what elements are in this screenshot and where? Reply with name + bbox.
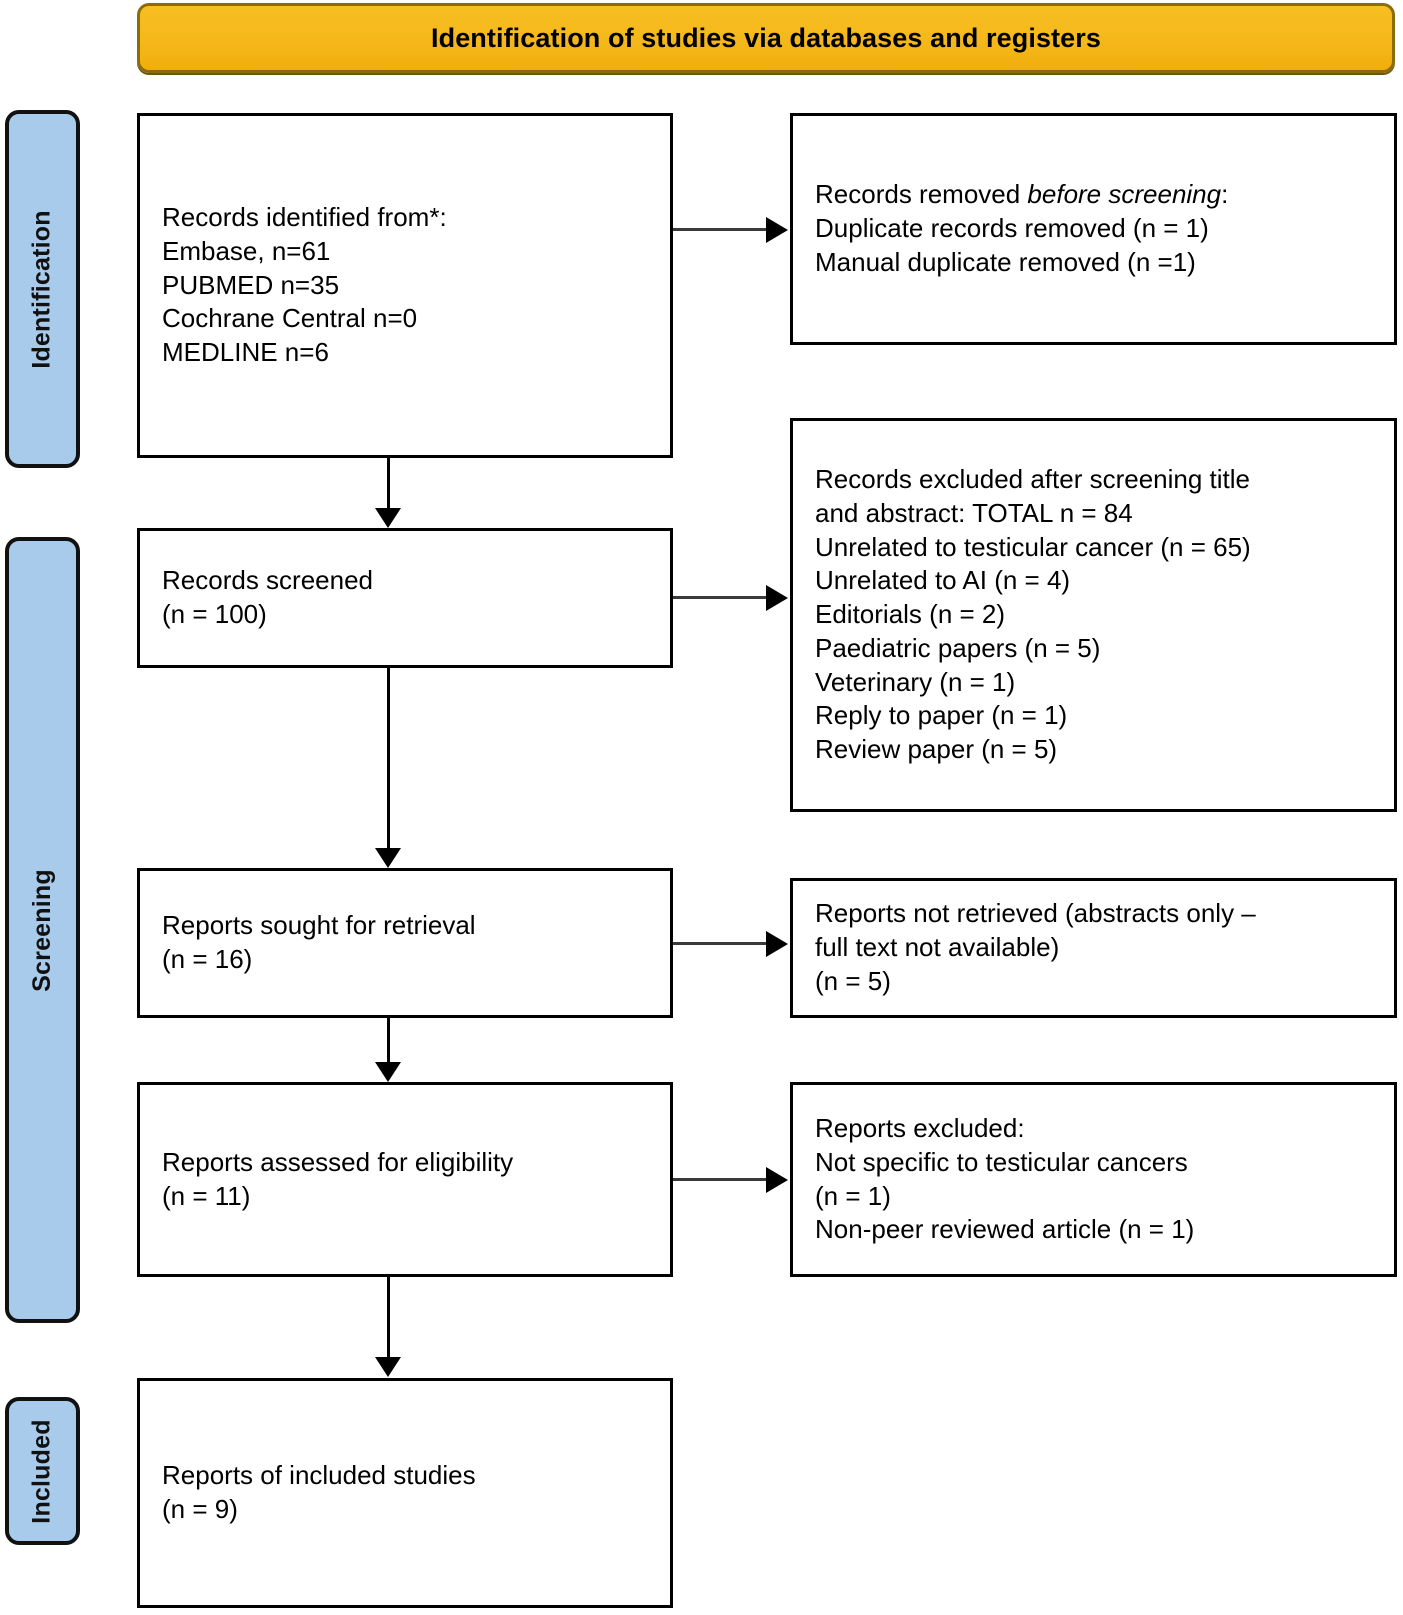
phase-label-screening: Screening (5, 537, 80, 1323)
arrow-assessed-to-included-line (387, 1277, 390, 1359)
box-not-retrieved-line-3: (n = 5) (815, 965, 891, 996)
removed-heading-plain: Records removed (815, 179, 1028, 210)
arrow-identified-to-removed-line (673, 228, 771, 231)
box-excluded-line-3: Unrelated to testicular cancer (n = 65) (815, 531, 1251, 562)
box-excluded-line-6: Paediatric papers (n = 5) (815, 632, 1101, 663)
box-included-text: Reports of included studies (n = 9) (162, 1460, 476, 1524)
phase-label-screening-text: Screening (28, 868, 56, 992)
box-reports-of-included-studies: Reports of included studies (n = 9) (137, 1378, 673, 1608)
arrow-sought-to-assessed-line (387, 1018, 390, 1064)
box-excluded-line-1: Records excluded after screening title (815, 463, 1251, 494)
arrow-assessed-to-repexcluded-line (673, 1178, 771, 1181)
box-records-identified-text: Records identified from*: Embase, n=61 P… (162, 202, 447, 368)
arrow-sought-to-assessed-head (375, 1062, 401, 1082)
phase-label-included: Included (5, 1397, 80, 1545)
box-records-identified: Records identified from*: Embase, n=61 P… (137, 113, 673, 458)
phase-label-included-text: Included (28, 1418, 57, 1524)
box-excluded-line-8: Reply to paper (n = 1) (815, 700, 1068, 731)
arrow-screened-to-sought-line (387, 668, 390, 850)
arrow-screened-to-excluded-line (673, 596, 771, 599)
arrow-sought-to-notretrieved-head (766, 931, 788, 957)
diagram-banner: Identification of studies via databases … (137, 3, 1395, 73)
box-not-retrieved-line-2: full text not available) (815, 932, 1060, 963)
box-reports-assessed-for-eligibility: Reports assessed for eligibility (n = 11… (137, 1082, 673, 1277)
arrow-screened-to-excluded-head (766, 585, 788, 611)
arrow-screened-to-sought-head (375, 848, 401, 868)
box-records-excluded-after-screening: Records excluded after screening title a… (790, 418, 1397, 812)
arrow-assessed-to-included-head (375, 1357, 401, 1377)
box-reports-sought-for-retrieval: Reports sought for retrieval (n = 16) (137, 868, 673, 1018)
box-reports-not-retrieved: Reports not retrieved (abstracts only – … (790, 878, 1397, 1018)
phase-label-identification: Identification (5, 110, 80, 468)
phase-label-identification-text: Identification (28, 209, 57, 369)
box-excluded-line-9: Review paper (n = 5) (815, 734, 1058, 765)
box-excluded-line-4: Unrelated to AI (n = 4) (815, 565, 1071, 596)
banner-title: Identification of studies via databases … (431, 22, 1101, 53)
box-records-screened-text: Records screened (n = 100) (162, 565, 373, 629)
box-reports-excluded-text: Reports excluded: Not specific to testic… (815, 1112, 1195, 1245)
box-excluded-line-5: Editorials (n = 2) (815, 599, 1006, 630)
arrow-identified-to-screened-head (375, 508, 401, 528)
box-removed-line-1: Duplicate records removed (n = 1) (815, 213, 1209, 244)
box-removed-line-2: Manual duplicate removed (n =1) (815, 246, 1196, 277)
box-excluded-line-7: Veterinary (n = 1) (815, 666, 1016, 697)
box-reports-sought-text: Reports sought for retrieval (n = 16) (162, 910, 476, 974)
box-records-removed-before-screening: Records removed before screening: Duplic… (790, 113, 1397, 345)
box-not-retrieved-line-1: Reports not retrieved (abstracts only – (815, 898, 1256, 929)
box-excluded-line-2: and abstract: TOTAL n = 84 (815, 497, 1133, 528)
box-reports-assessed-text: Reports assessed for eligibility (n = 11… (162, 1146, 514, 1211)
box-records-screened: Records screened (n = 100) (137, 528, 673, 668)
box-reports-excluded: Reports excluded: Not specific to testic… (790, 1082, 1397, 1277)
arrow-identified-to-removed-head (766, 217, 788, 243)
arrow-identified-to-screened-line (387, 458, 390, 510)
arrow-assessed-to-repexcluded-head (766, 1167, 788, 1193)
removed-heading-italic: before screening (1027, 179, 1222, 210)
box-records-removed-heading: Records removed before screening: (815, 178, 1372, 212)
arrow-sought-to-notretrieved-line (673, 942, 771, 945)
removed-heading-suffix: : (1221, 179, 1229, 210)
